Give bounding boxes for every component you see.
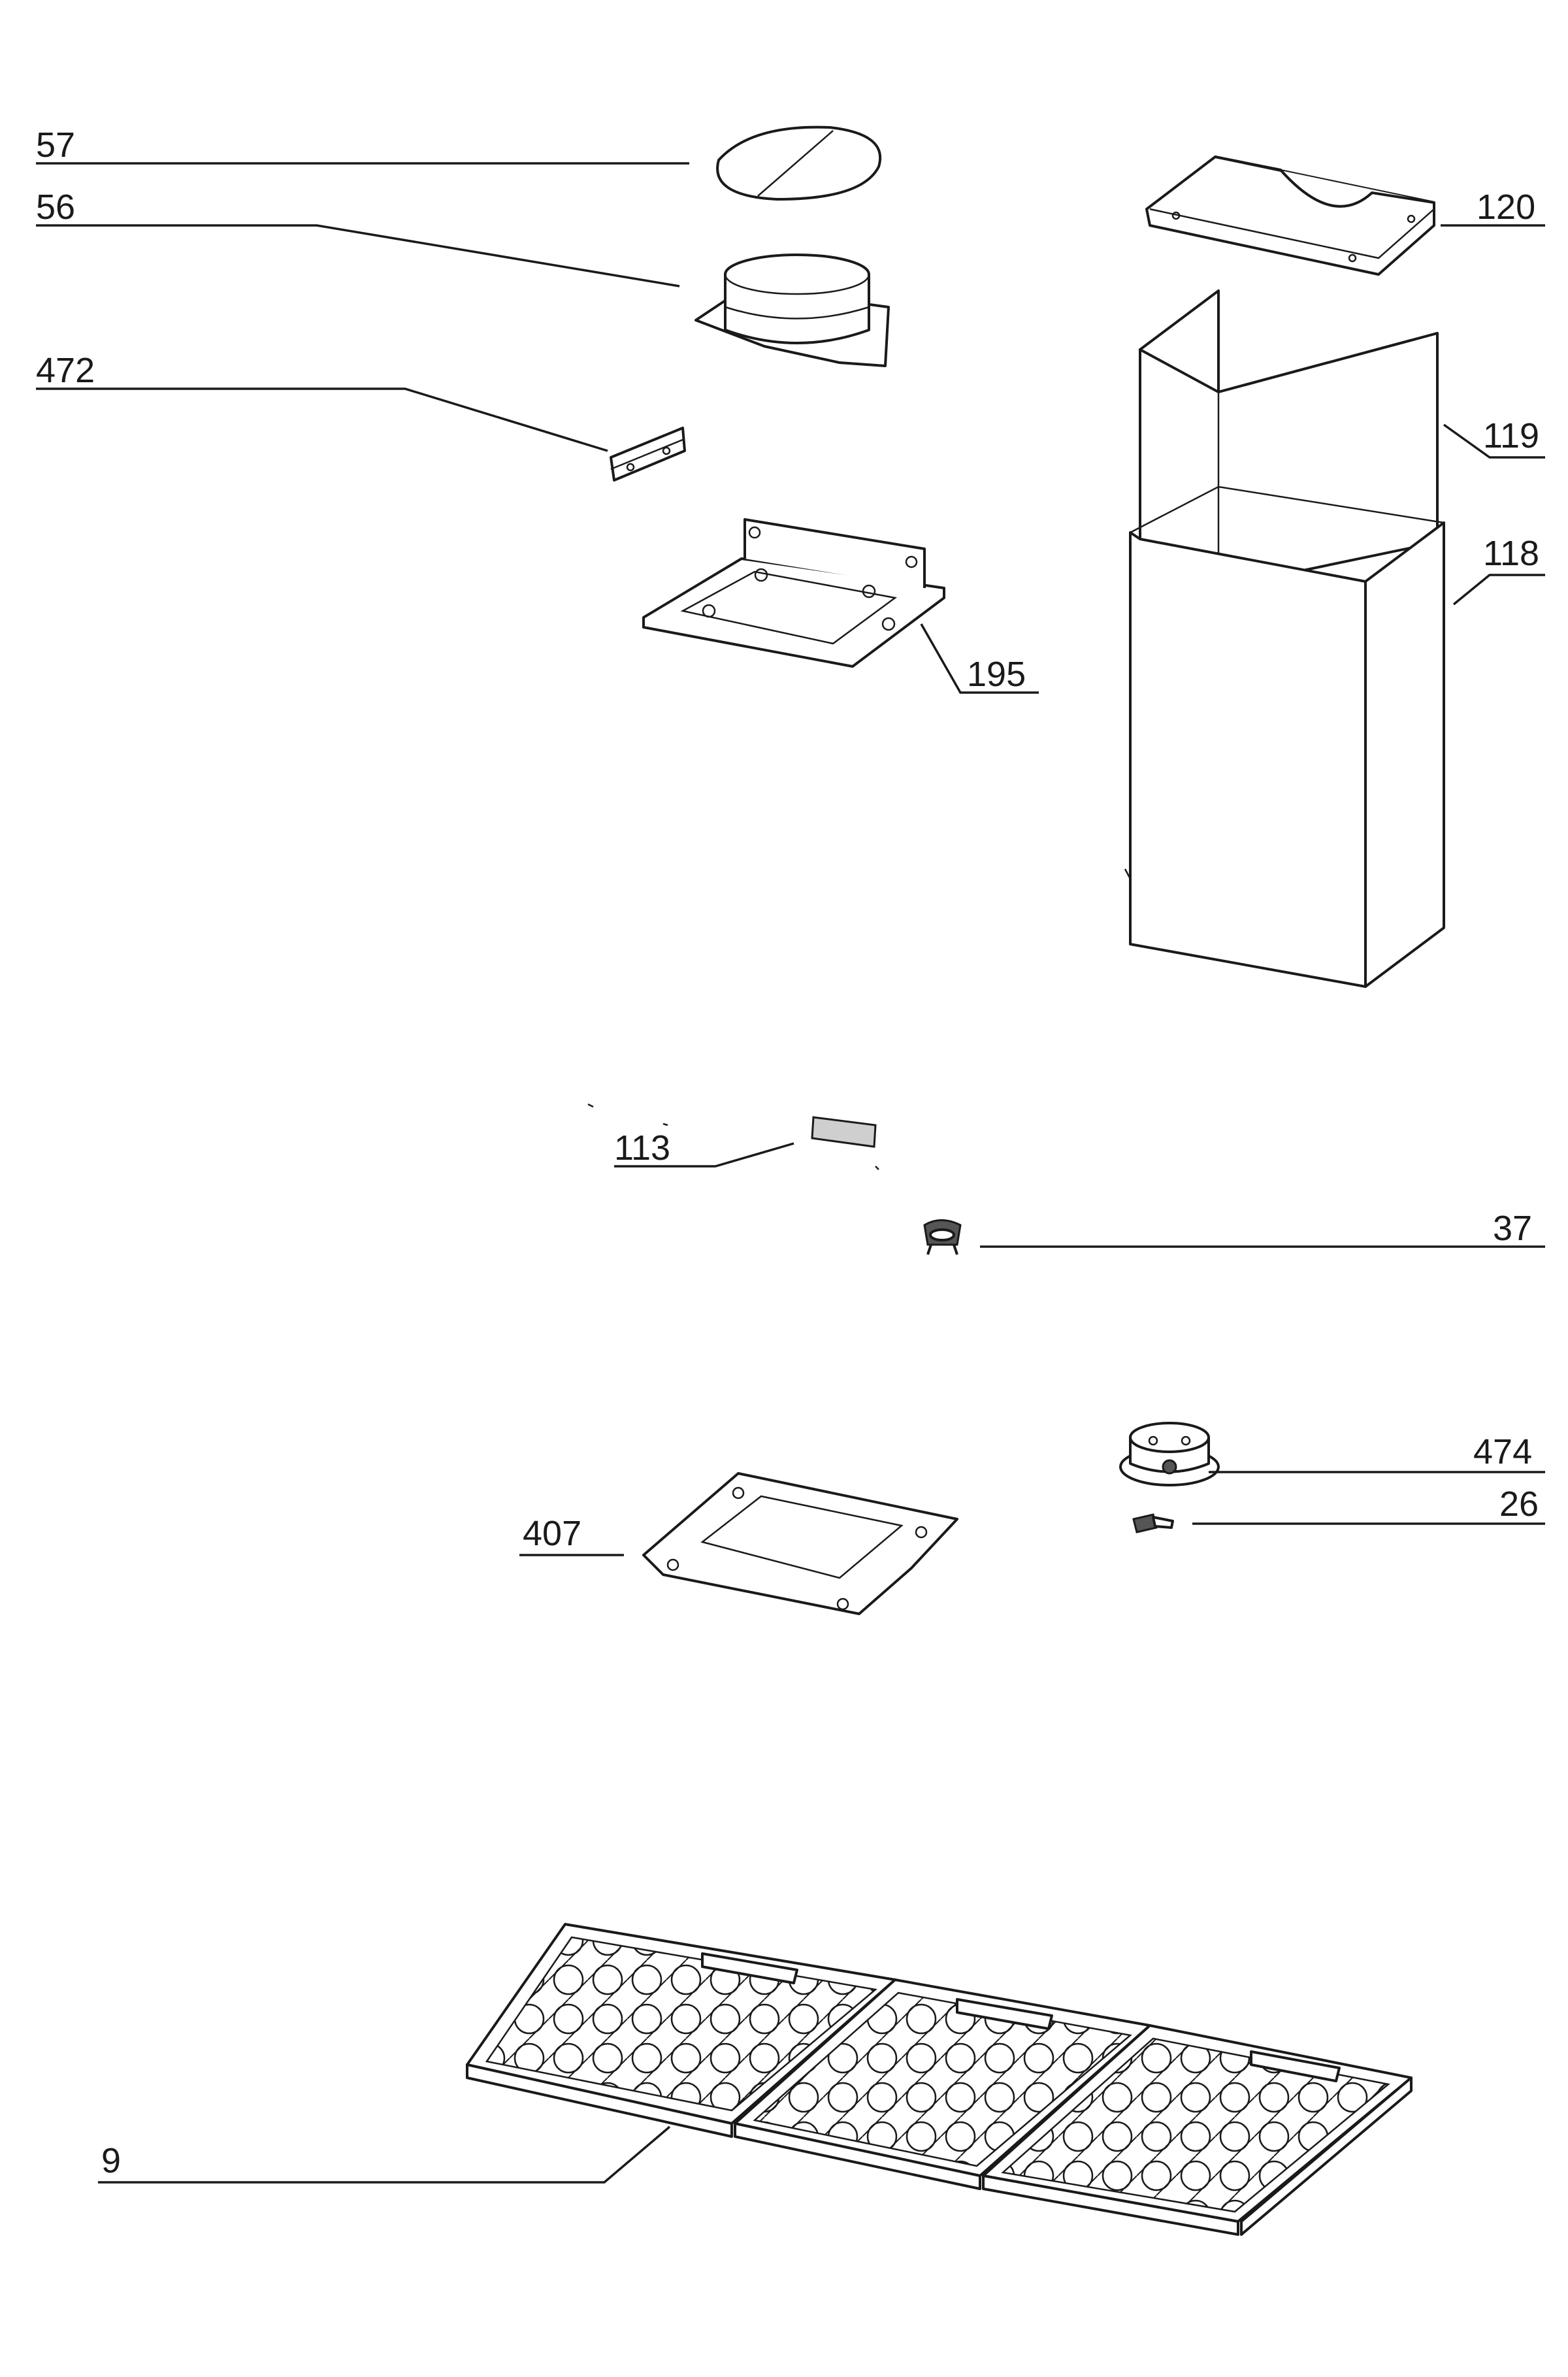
part-407-gasket-frame <box>642 1472 958 1615</box>
part-number-26: 26 <box>1499 1484 1539 1524</box>
part-118-lower-chimney <box>1124 485 1445 988</box>
part-number-113: 113 <box>614 1128 670 1168</box>
part-26-bulb <box>1132 1513 1174 1533</box>
part-37-switch <box>923 1219 962 1255</box>
part-472-bracket <box>610 427 686 482</box>
leader-9 <box>98 2125 671 2184</box>
part-number-57: 57 <box>36 125 75 165</box>
part-number-407: 407 <box>523 1514 581 1553</box>
leader-118 <box>1452 574 1545 606</box>
leader-472 <box>36 387 608 452</box>
leader-56 <box>36 224 680 287</box>
part-number-120: 120 <box>1477 188 1535 227</box>
leader-113 <box>614 1142 794 1168</box>
part-119-upper-chimney <box>1139 289 1439 589</box>
part-113-strip <box>587 1103 879 1170</box>
part-number-9: 9 <box>101 2141 121 2180</box>
part-number-474: 474 <box>1473 1432 1532 1471</box>
part-9-grease-filters <box>466 1923 1413 2236</box>
part-number-195: 195 <box>967 655 1026 694</box>
part-number-118: 118 <box>1483 534 1539 573</box>
part-120-chimney-bracket <box>1145 156 1435 276</box>
part-number-37: 37 <box>1493 1209 1532 1248</box>
part-474-lamp-holder <box>1119 1422 1220 1486</box>
part-number-472: 472 <box>36 351 95 390</box>
part-56-duct-connector <box>694 254 890 367</box>
leader-119 <box>1443 423 1545 459</box>
part-number-119: 119 <box>1483 416 1539 455</box>
leader-195 <box>920 623 1039 694</box>
part-number-56: 56 <box>36 188 75 227</box>
part-195-mounting-plate <box>642 518 945 668</box>
part-57-damper-flap <box>716 125 882 201</box>
